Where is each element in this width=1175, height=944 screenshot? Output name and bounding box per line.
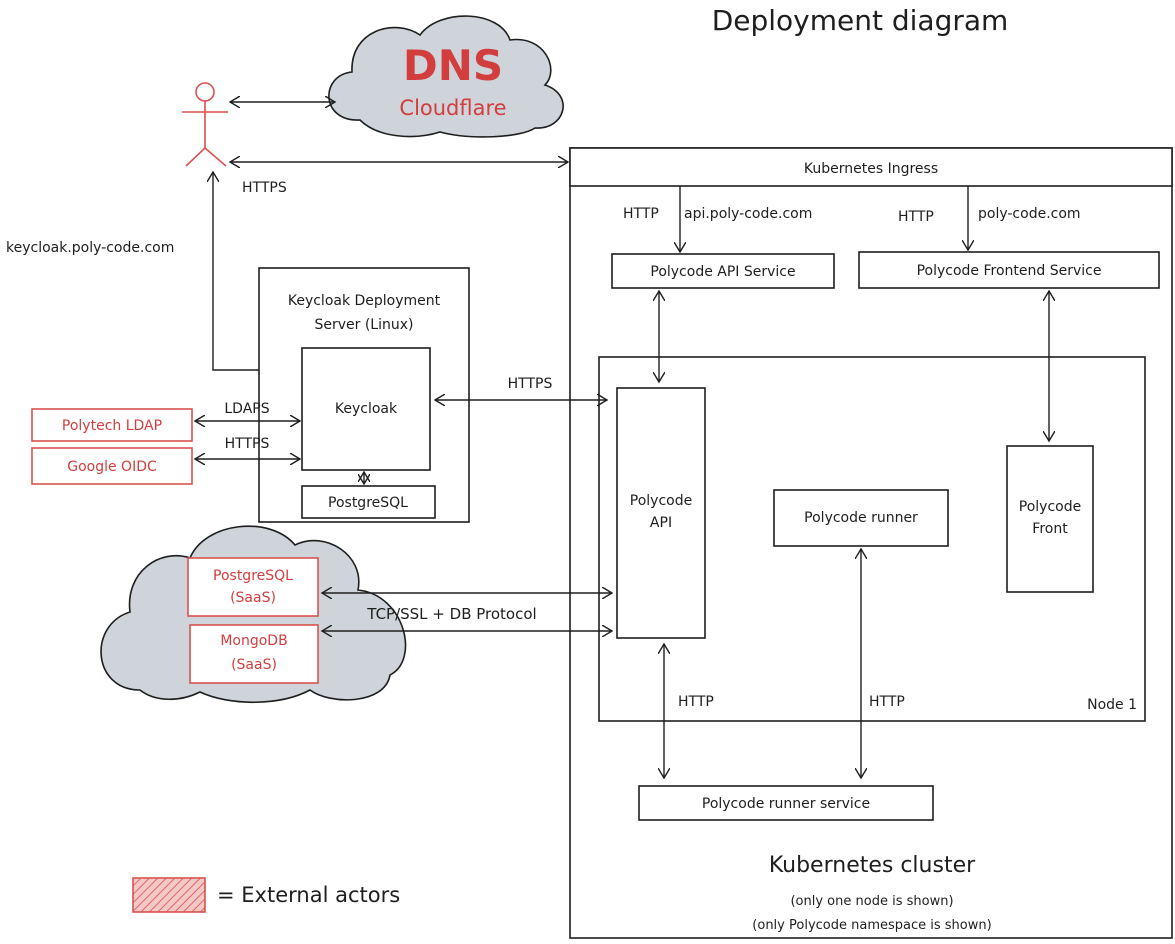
- cloud-shape: [328, 15, 564, 138]
- front-service-label: Polycode Frontend Service: [917, 263, 1102, 279]
- keycloak-pg-label: PostgreSQL: [328, 495, 408, 511]
- dns-cloud: DNS Cloudflare: [328, 15, 564, 138]
- http-api-label: HTTP: [623, 206, 659, 222]
- keycloak-host-label: keycloak.poly-code.com: [6, 240, 174, 256]
- http-runner-label: HTTP: [869, 694, 905, 710]
- polycode-front-box: [1006, 445, 1094, 593]
- api-host-label: api.poly-code.com: [684, 206, 812, 222]
- front-host-label: poly-code.com: [978, 206, 1081, 222]
- db-protocol-label: TCP/SSL + DB Protocol: [366, 605, 536, 623]
- https-oidc-label: HTTPS: [225, 436, 270, 452]
- keycloak-label: Keycloak: [335, 401, 398, 417]
- polycode-api-label-2: API: [650, 515, 672, 531]
- cluster-title: Kubernetes cluster: [769, 853, 976, 878]
- http-runner-api-label: HTTP: [678, 694, 714, 710]
- ingress-label: Kubernetes Ingress: [804, 161, 938, 177]
- polycode-runner-box: [773, 489, 949, 547]
- saas-cloud: PostgreSQL (SaaS) MongoDB (SaaS): [100, 525, 407, 704]
- google-oidc-box: [31, 447, 193, 485]
- runner-service-label: Polycode runner service: [702, 796, 870, 812]
- pg-saas-label-2: (SaaS): [230, 590, 276, 606]
- kubernetes-ingress: [569, 147, 1173, 187]
- polycode-front-label-1: Polycode: [1019, 499, 1081, 515]
- polycode-api-label-1: Polycode: [630, 493, 692, 509]
- cluster-note-1: (only one node is shown): [790, 894, 953, 909]
- mongo-saas-label-2: (SaaS): [231, 657, 277, 673]
- api-service-label: Polycode API Service: [650, 264, 795, 280]
- dns-subtitle: Cloudflare: [399, 96, 506, 120]
- ldaps-label: LDAPS: [224, 401, 269, 417]
- https-keycloak-label: HTTPS: [508, 376, 553, 392]
- polycode-front-label-2: Front: [1032, 521, 1068, 537]
- polytech-ldap-box: [31, 408, 193, 442]
- user-icon: [182, 82, 228, 167]
- front-service-box: [858, 251, 1160, 289]
- https-user-label: HTTPS: [242, 180, 287, 196]
- legend-swatch: [132, 877, 206, 913]
- node-1-label: Node 1: [1087, 697, 1137, 713]
- cluster-note-2: (only Polycode namespace is shown): [752, 918, 991, 933]
- polytech-ldap-label: Polytech LDAP: [62, 418, 162, 434]
- keycloak-box: [301, 347, 431, 471]
- dns-title: DNS: [403, 41, 503, 90]
- polycode-runner-label: Polycode runner: [804, 510, 918, 526]
- runner-service-box: [638, 785, 934, 821]
- pg-saas-label-1: PostgreSQL: [213, 568, 293, 584]
- mongo-saas-label-1: MongoDB: [220, 633, 287, 649]
- google-oidc-label: Google OIDC: [67, 459, 157, 475]
- diagram-title: Deployment diagram: [712, 4, 1009, 37]
- keycloak-pg-box: [301, 485, 436, 519]
- keycloak-server-label-2: Server (Linux): [314, 317, 413, 333]
- pg-saas-box: [187, 557, 319, 617]
- polycode-api-box: [616, 387, 706, 639]
- mongo-saas-box: [189, 624, 319, 684]
- api-service-box: [611, 253, 835, 289]
- keycloak-server-label-1: Keycloak Deployment: [288, 293, 441, 309]
- http-front-label: HTTP: [898, 209, 934, 225]
- legend-label: = External actors: [217, 883, 400, 907]
